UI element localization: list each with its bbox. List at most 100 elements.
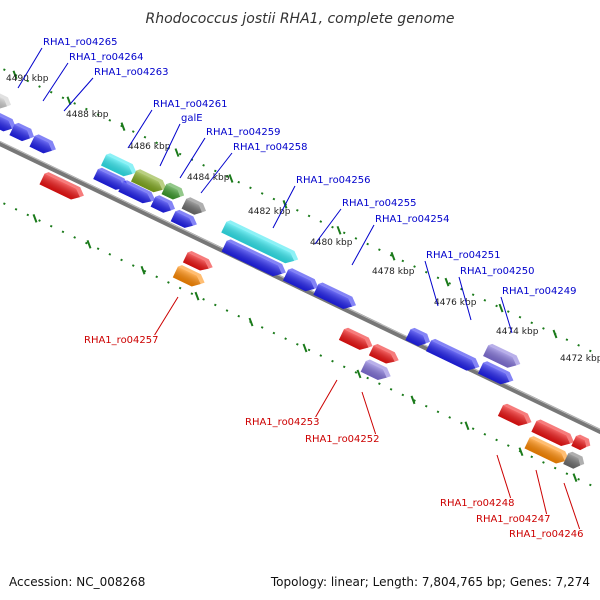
- gene-feature: [172, 265, 205, 287]
- kbp-label: 4488 kbp: [66, 110, 109, 120]
- gene-feature: [531, 419, 575, 447]
- tick-mark: [464, 421, 470, 431]
- leader-line: [496, 454, 512, 499]
- gene-features: [0, 91, 591, 469]
- gene-feature: [130, 169, 167, 193]
- tick-mark: [228, 174, 234, 183]
- gene-feature: [0, 112, 16, 132]
- gene-feature: [170, 209, 197, 228]
- gene-feature: [425, 338, 480, 371]
- gene-label-forward: RHA1_ro04254: [375, 214, 450, 225]
- gene-label-forward: RHA1_ro04255: [342, 198, 417, 209]
- tick-mark: [390, 251, 396, 261]
- leader-line: [154, 296, 179, 336]
- gene-feature: [282, 268, 319, 292]
- tick-mark: [86, 239, 92, 249]
- gene-feature: [181, 197, 207, 215]
- gene-feature: [483, 343, 521, 368]
- kbp-label: 4478 kbp: [372, 267, 415, 277]
- gene-feature: [405, 327, 431, 347]
- tick-mark: [120, 122, 126, 131]
- tick-row-upper: [0, 66, 600, 357]
- tick-mark: [518, 447, 524, 457]
- tick-mark: [248, 317, 254, 327]
- gene-feature: [9, 122, 35, 142]
- gene-label-reverse: RHA1_ro04247: [476, 514, 551, 525]
- tick-mark: [552, 329, 558, 339]
- tick-mark: [140, 265, 146, 275]
- tick-rows: [0, 66, 600, 491]
- tick-row-lower: [0, 200, 600, 491]
- kbp-label: 4476 kbp: [434, 298, 477, 308]
- leader-line: [159, 123, 181, 167]
- tick-mark: [356, 369, 362, 379]
- leader-line: [127, 109, 153, 149]
- gene-label-forward: RHA1_ro04263: [94, 67, 169, 78]
- gene-label-reverse: RHA1_ro04253: [245, 417, 320, 428]
- kbp-label: 4480 kbp: [310, 238, 353, 248]
- gene-label-reverse: RHA1_ro04252: [305, 434, 380, 445]
- gene-feature: [524, 436, 569, 464]
- leader-line: [63, 77, 94, 112]
- accession-text: Accession: NC_008268: [9, 575, 145, 589]
- gene-feature: [313, 282, 357, 310]
- gene-feature: [161, 182, 185, 200]
- gene-feature: [477, 361, 514, 385]
- leader-line: [200, 152, 233, 194]
- leader-line: [500, 296, 513, 334]
- kbp-label: 4490 kbp: [6, 74, 49, 84]
- kbp-label: 4472 kbp: [560, 354, 600, 364]
- tick-mark: [498, 303, 504, 313]
- gene-feature: [338, 327, 373, 350]
- tick-mark: [410, 395, 416, 405]
- gene-feature: [563, 451, 585, 469]
- leader-line: [17, 47, 43, 89]
- leader-line: [42, 62, 69, 102]
- gene-feature: [150, 195, 176, 213]
- gene-feature: [182, 251, 213, 271]
- kbp-label: 4486 kbp: [128, 142, 171, 152]
- tick-mark: [194, 291, 200, 301]
- tick-mark: [572, 473, 578, 482]
- topology-text: Topology: linear; Length: 7,804,765 bp; …: [270, 575, 590, 589]
- tick-mark: [12, 70, 18, 80]
- label-leaders: [17, 47, 581, 530]
- gene-feature: [368, 344, 399, 364]
- gene-label-reverse: RHA1_ro04246: [509, 529, 584, 540]
- gene-label-forward: RHA1_ro04249: [502, 286, 577, 297]
- map-title: Rhodococcus jostii RHA1, complete genome: [145, 11, 454, 27]
- leader-line: [314, 208, 342, 245]
- leader-line: [315, 379, 338, 418]
- gene-feature: [93, 167, 129, 190]
- gene-feature: [221, 220, 299, 264]
- gene-feature: [497, 403, 532, 426]
- kbp-label: 4484 kbp: [187, 173, 230, 183]
- tick-mark: [174, 148, 180, 157]
- gene-label-forward: RHA1_ro04258: [233, 142, 308, 153]
- gene-feature: [118, 180, 156, 204]
- gene-label-forward: RHA1_ro04250: [460, 266, 535, 277]
- leader-line: [424, 260, 439, 307]
- tick-mark: [66, 96, 72, 106]
- leader-line: [179, 137, 206, 179]
- gene-feature: [100, 153, 137, 177]
- kbp-label: 4482 kbp: [248, 207, 291, 217]
- leader-line: [563, 482, 581, 530]
- gene-label-forward: galE: [181, 113, 203, 124]
- gene-label-forward: RHA1_ro04259: [206, 127, 281, 138]
- gene-label-forward: RHA1_ro04261: [153, 99, 228, 110]
- kbp-label: 4474 kbp: [496, 327, 539, 337]
- gene-feature: [571, 434, 591, 451]
- gene-feature: [29, 134, 56, 154]
- gene-feature: [360, 359, 391, 381]
- leader-line: [535, 469, 548, 515]
- kbp-labels: 4490 kbp 4488 kbp 4486 kbp 4484 kbp 4482 kbp…: [6, 74, 600, 364]
- leader-line: [361, 391, 377, 435]
- leader-line: [272, 185, 296, 229]
- gene-labels: RHA1_ro04265RHA1_ro04264RHA1_ro04263RHA1…: [43, 37, 584, 540]
- tick-mark: [302, 343, 308, 353]
- gene-label-forward: RHA1_ro04264: [69, 52, 144, 63]
- tick-mark: [336, 225, 342, 235]
- gene-label-reverse: RHA1_ro04257: [84, 335, 159, 346]
